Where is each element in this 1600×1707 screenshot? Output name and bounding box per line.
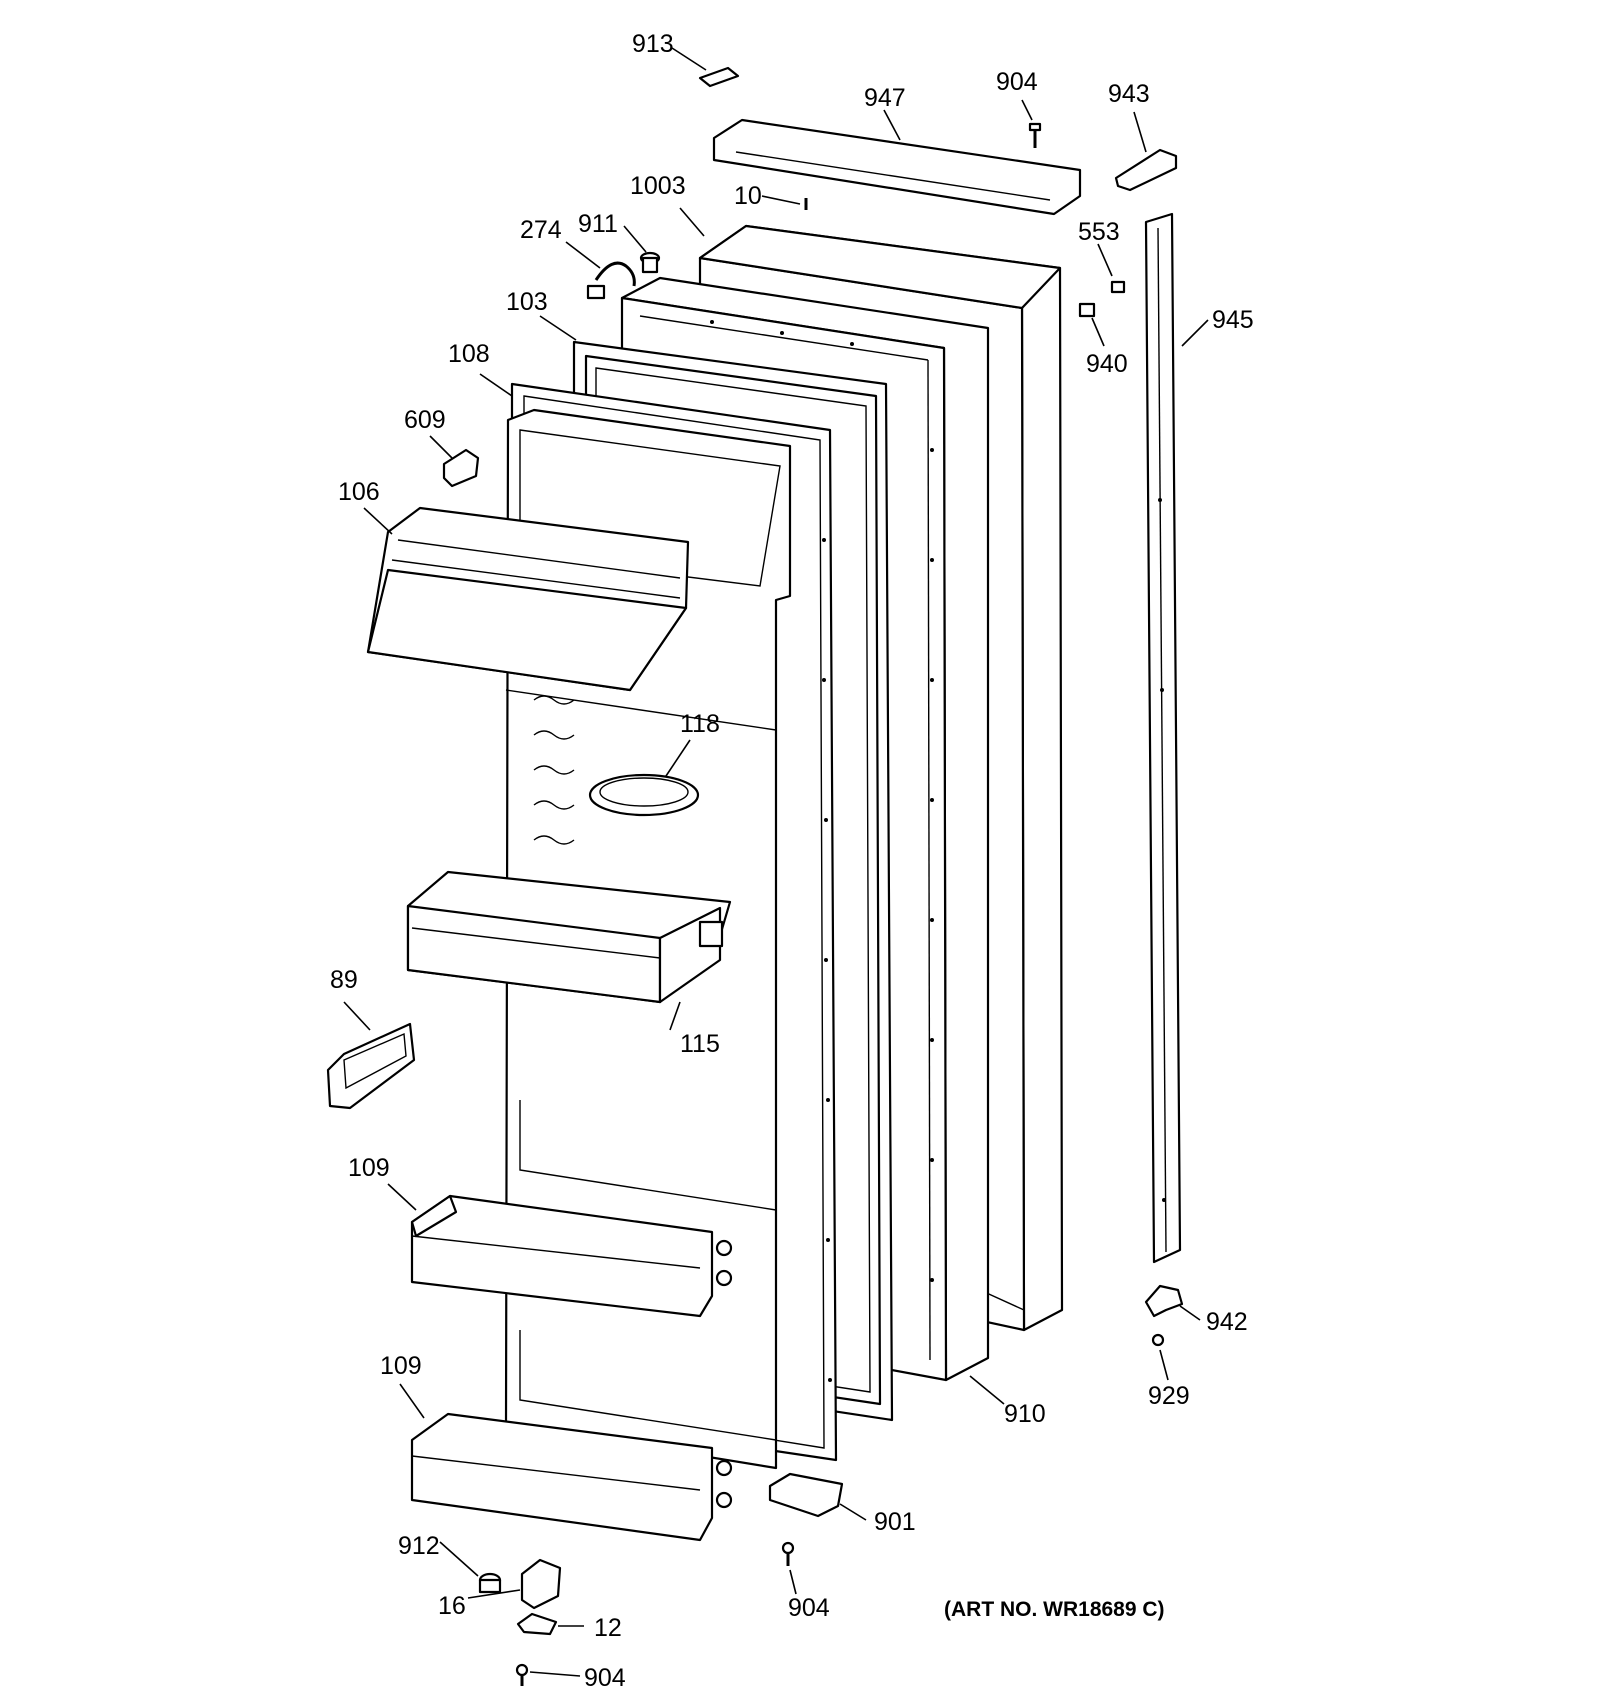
part-109-upper-door-bin — [410, 1194, 733, 1318]
label-106: 106 — [338, 478, 380, 506]
label-945: 945 — [1212, 306, 1254, 334]
label-115: 115 — [680, 1030, 720, 1058]
part-118-egg-tray — [588, 773, 700, 817]
screw-929 — [1151, 1333, 1165, 1347]
label-904-top: 904 — [996, 68, 1038, 96]
bracket-901 — [768, 1472, 844, 1518]
hinge-16 — [520, 1558, 562, 1610]
label-904-bottom: 904 — [584, 1664, 626, 1692]
part-943-hinge-cover — [1114, 148, 1178, 192]
harness-274 — [586, 261, 636, 300]
screw-904-top — [1028, 122, 1042, 148]
part-947-top-cap — [712, 118, 1082, 216]
label-274: 274 — [520, 216, 562, 244]
leader-lines — [343, 47, 1209, 1677]
bracket-12 — [516, 1612, 558, 1636]
label-553: 553 — [1078, 218, 1120, 246]
part-109-lower-door-bin — [410, 1412, 733, 1542]
label-89: 89 — [330, 966, 358, 994]
label-947: 947 — [864, 84, 906, 112]
part-945-door-trim — [1144, 212, 1182, 1264]
label-118: 118 — [680, 710, 720, 738]
part-913-clip — [698, 66, 740, 88]
part-115-door-bin — [406, 870, 732, 1004]
label-1003: 1003 — [630, 172, 686, 200]
label-108: 108 — [448, 340, 490, 368]
screw-904-bottom — [515, 1663, 529, 1686]
label-911: 911 — [578, 210, 618, 238]
bushing-911 — [639, 251, 661, 274]
art-number: (ART NO. WR18689 C) — [944, 1598, 1165, 1621]
label-10: 10 — [734, 182, 762, 210]
label-901: 901 — [874, 1508, 916, 1536]
label-912: 912 — [398, 1532, 440, 1560]
label-940: 940 — [1086, 350, 1128, 378]
label-109-upper: 109 — [348, 1154, 390, 1182]
label-913: 913 — [632, 30, 674, 58]
part-106-dairy-cover — [366, 506, 690, 692]
plug-912 — [478, 1572, 502, 1594]
label-904-mid: 904 — [788, 1594, 830, 1622]
label-12: 12 — [594, 1614, 622, 1642]
liner-side-ribs — [533, 695, 575, 845]
door-liner-holes — [822, 538, 832, 1382]
label-16: 16 — [438, 1592, 466, 1620]
hinge-942 — [1144, 1284, 1184, 1318]
label-910: 910 — [1004, 1400, 1046, 1428]
label-942: 942 — [1206, 1308, 1248, 1336]
label-609: 609 — [404, 406, 446, 434]
door-panel-holes — [710, 320, 934, 1282]
switch-609 — [442, 448, 480, 488]
label-943: 943 — [1108, 80, 1150, 108]
screw-553 — [1110, 280, 1126, 294]
label-103: 103 — [506, 288, 548, 316]
label-109-lower: 109 — [380, 1352, 422, 1380]
screw-904-mid — [781, 1541, 795, 1566]
label-929: 929 — [1148, 1382, 1190, 1410]
screw-940 — [1078, 302, 1096, 318]
part-89-utility-bin — [326, 1022, 416, 1110]
